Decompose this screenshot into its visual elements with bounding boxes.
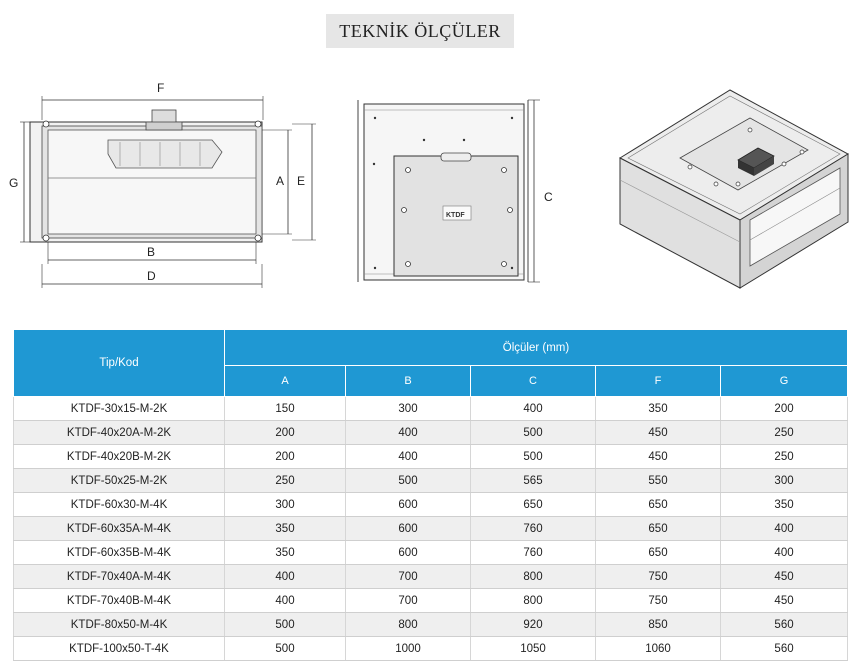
cell-a: 350 [224,540,346,565]
cell-tip: KTDF-60x35A-M-4K [13,516,225,541]
cell-tip: KTDF-100x50-T-4K [13,636,225,661]
dim-label-a: A [276,174,284,188]
cell-f: 550 [595,468,721,493]
cell-c: 800 [470,564,596,589]
cell-tip: KTDF-80x50-M-4K [13,612,225,637]
front-view-drawing: F G A E [9,81,316,288]
table-row: KTDF-40x20B-M-2K 200 400 500 450 250 [13,444,849,469]
cell-c: 800 [470,588,596,613]
dim-label-g: G [9,176,18,190]
cell-c: 500 [470,420,596,445]
cell-f: 650 [595,540,721,565]
table-row: KTDF-60x30-M-4K 300 600 650 650 350 [13,492,849,517]
cell-f: 850 [595,612,721,637]
cell-a: 250 [224,468,346,493]
table-row: KTDF-60x35B-M-4K 350 600 760 650 400 [13,540,849,565]
page-title: TEKNİK ÖLÇÜLER [339,20,501,41]
cell-a: 150 [224,396,346,421]
cell-g: 250 [719,444,849,469]
cell-c: 1050 [470,636,596,661]
cell-g: 560 [719,636,849,661]
cell-tip: KTDF-70x40A-M-4K [13,564,225,589]
column-header-b: B [345,365,471,397]
cell-tip: KTDF-40x20B-M-2K [13,444,225,469]
column-header-c: C [470,365,596,397]
cell-g: 350 [719,492,849,517]
cell-c: 400 [470,396,596,421]
cell-f: 450 [595,420,721,445]
cell-g: 400 [719,516,849,541]
cell-c: 565 [470,468,596,493]
column-header-a: A [224,365,346,397]
cell-c: 650 [470,492,596,517]
cell-f: 450 [595,444,721,469]
cell-g: 450 [719,588,849,613]
table-row: KTDF-80x50-M-4K 500 800 920 850 560 [13,612,849,637]
cell-c: 500 [470,444,596,469]
table-row: KTDF-30x15-M-2K 150 300 400 350 200 [13,396,849,421]
cell-f: 650 [595,492,721,517]
cell-a: 350 [224,516,346,541]
dimensions-table: Tip/Kod Ölçüler (mm) A B C F G KTDF-30x1… [13,329,849,661]
cell-tip: KTDF-60x30-M-4K [13,492,225,517]
cell-a: 500 [224,636,346,661]
column-header-g: G [719,365,849,397]
cell-tip: KTDF-70x40B-M-4K [13,588,225,613]
cell-b: 1000 [345,636,471,661]
table-row: KTDF-40x20A-M-2K 200 400 500 450 250 [13,420,849,445]
cell-f: 750 [595,588,721,613]
cell-g: 200 [719,396,849,421]
cell-b: 600 [345,516,471,541]
cell-b: 400 [345,444,471,469]
heading-box: TEKNİK ÖLÇÜLER [326,14,514,48]
dim-label-d: D [147,269,156,283]
cell-tip: KTDF-40x20A-M-2K [13,420,225,445]
table-row: KTDF-60x35A-M-4K 350 600 760 650 400 [13,516,849,541]
table-row: KTDF-70x40A-M-4K 400 700 800 750 450 [13,564,849,589]
cell-b: 700 [345,588,471,613]
table-row: KTDF-70x40B-M-4K 400 700 800 750 450 [13,588,849,613]
logo-label: KTDF [446,212,465,219]
cell-a: 200 [224,444,346,469]
cell-g: 300 [719,468,849,493]
cell-a: 400 [224,588,346,613]
cell-a: 400 [224,564,346,589]
cell-g: 400 [719,540,849,565]
cell-c: 920 [470,612,596,637]
cell-b: 600 [345,492,471,517]
technical-drawings: F G A E [9,81,850,289]
dim-label-c: C [544,190,553,204]
table-row: KTDF-100x50-T-4K 500 1000 1050 1060 560 [13,636,849,661]
cell-b: 500 [345,468,471,493]
column-header-f: F [595,365,721,397]
cell-g: 250 [719,420,849,445]
cell-b: 300 [345,396,471,421]
dim-label-b: B [147,245,155,259]
cell-tip: KTDF-50x25-M-2K [13,468,225,493]
cell-c: 760 [470,540,596,565]
cell-f: 650 [595,516,721,541]
dim-label-f: F [157,81,164,95]
cell-b: 400 [345,420,471,445]
table-row: KTDF-50x25-M-2K 250 500 565 550 300 [13,468,849,493]
cell-f: 350 [595,396,721,421]
cell-a: 500 [224,612,346,637]
cell-f: 750 [595,564,721,589]
cell-tip: KTDF-60x35B-M-4K [13,540,225,565]
top-view-drawing: KTDF C [357,99,553,283]
olculer-group-header: Ölçüler (mm) [223,329,849,366]
tip-kod-header: Tip/Kod [13,329,225,397]
cell-b: 700 [345,564,471,589]
cell-a: 200 [224,420,346,445]
cell-tip: KTDF-30x15-M-2K [13,396,225,421]
isometric-view-drawing [618,89,850,289]
cell-b: 800 [345,612,471,637]
cell-c: 760 [470,516,596,541]
cell-a: 300 [224,492,346,517]
cell-f: 1060 [595,636,721,661]
cell-b: 600 [345,540,471,565]
dim-label-e: E [297,174,305,188]
cell-g: 560 [719,612,849,637]
cell-g: 450 [719,564,849,589]
